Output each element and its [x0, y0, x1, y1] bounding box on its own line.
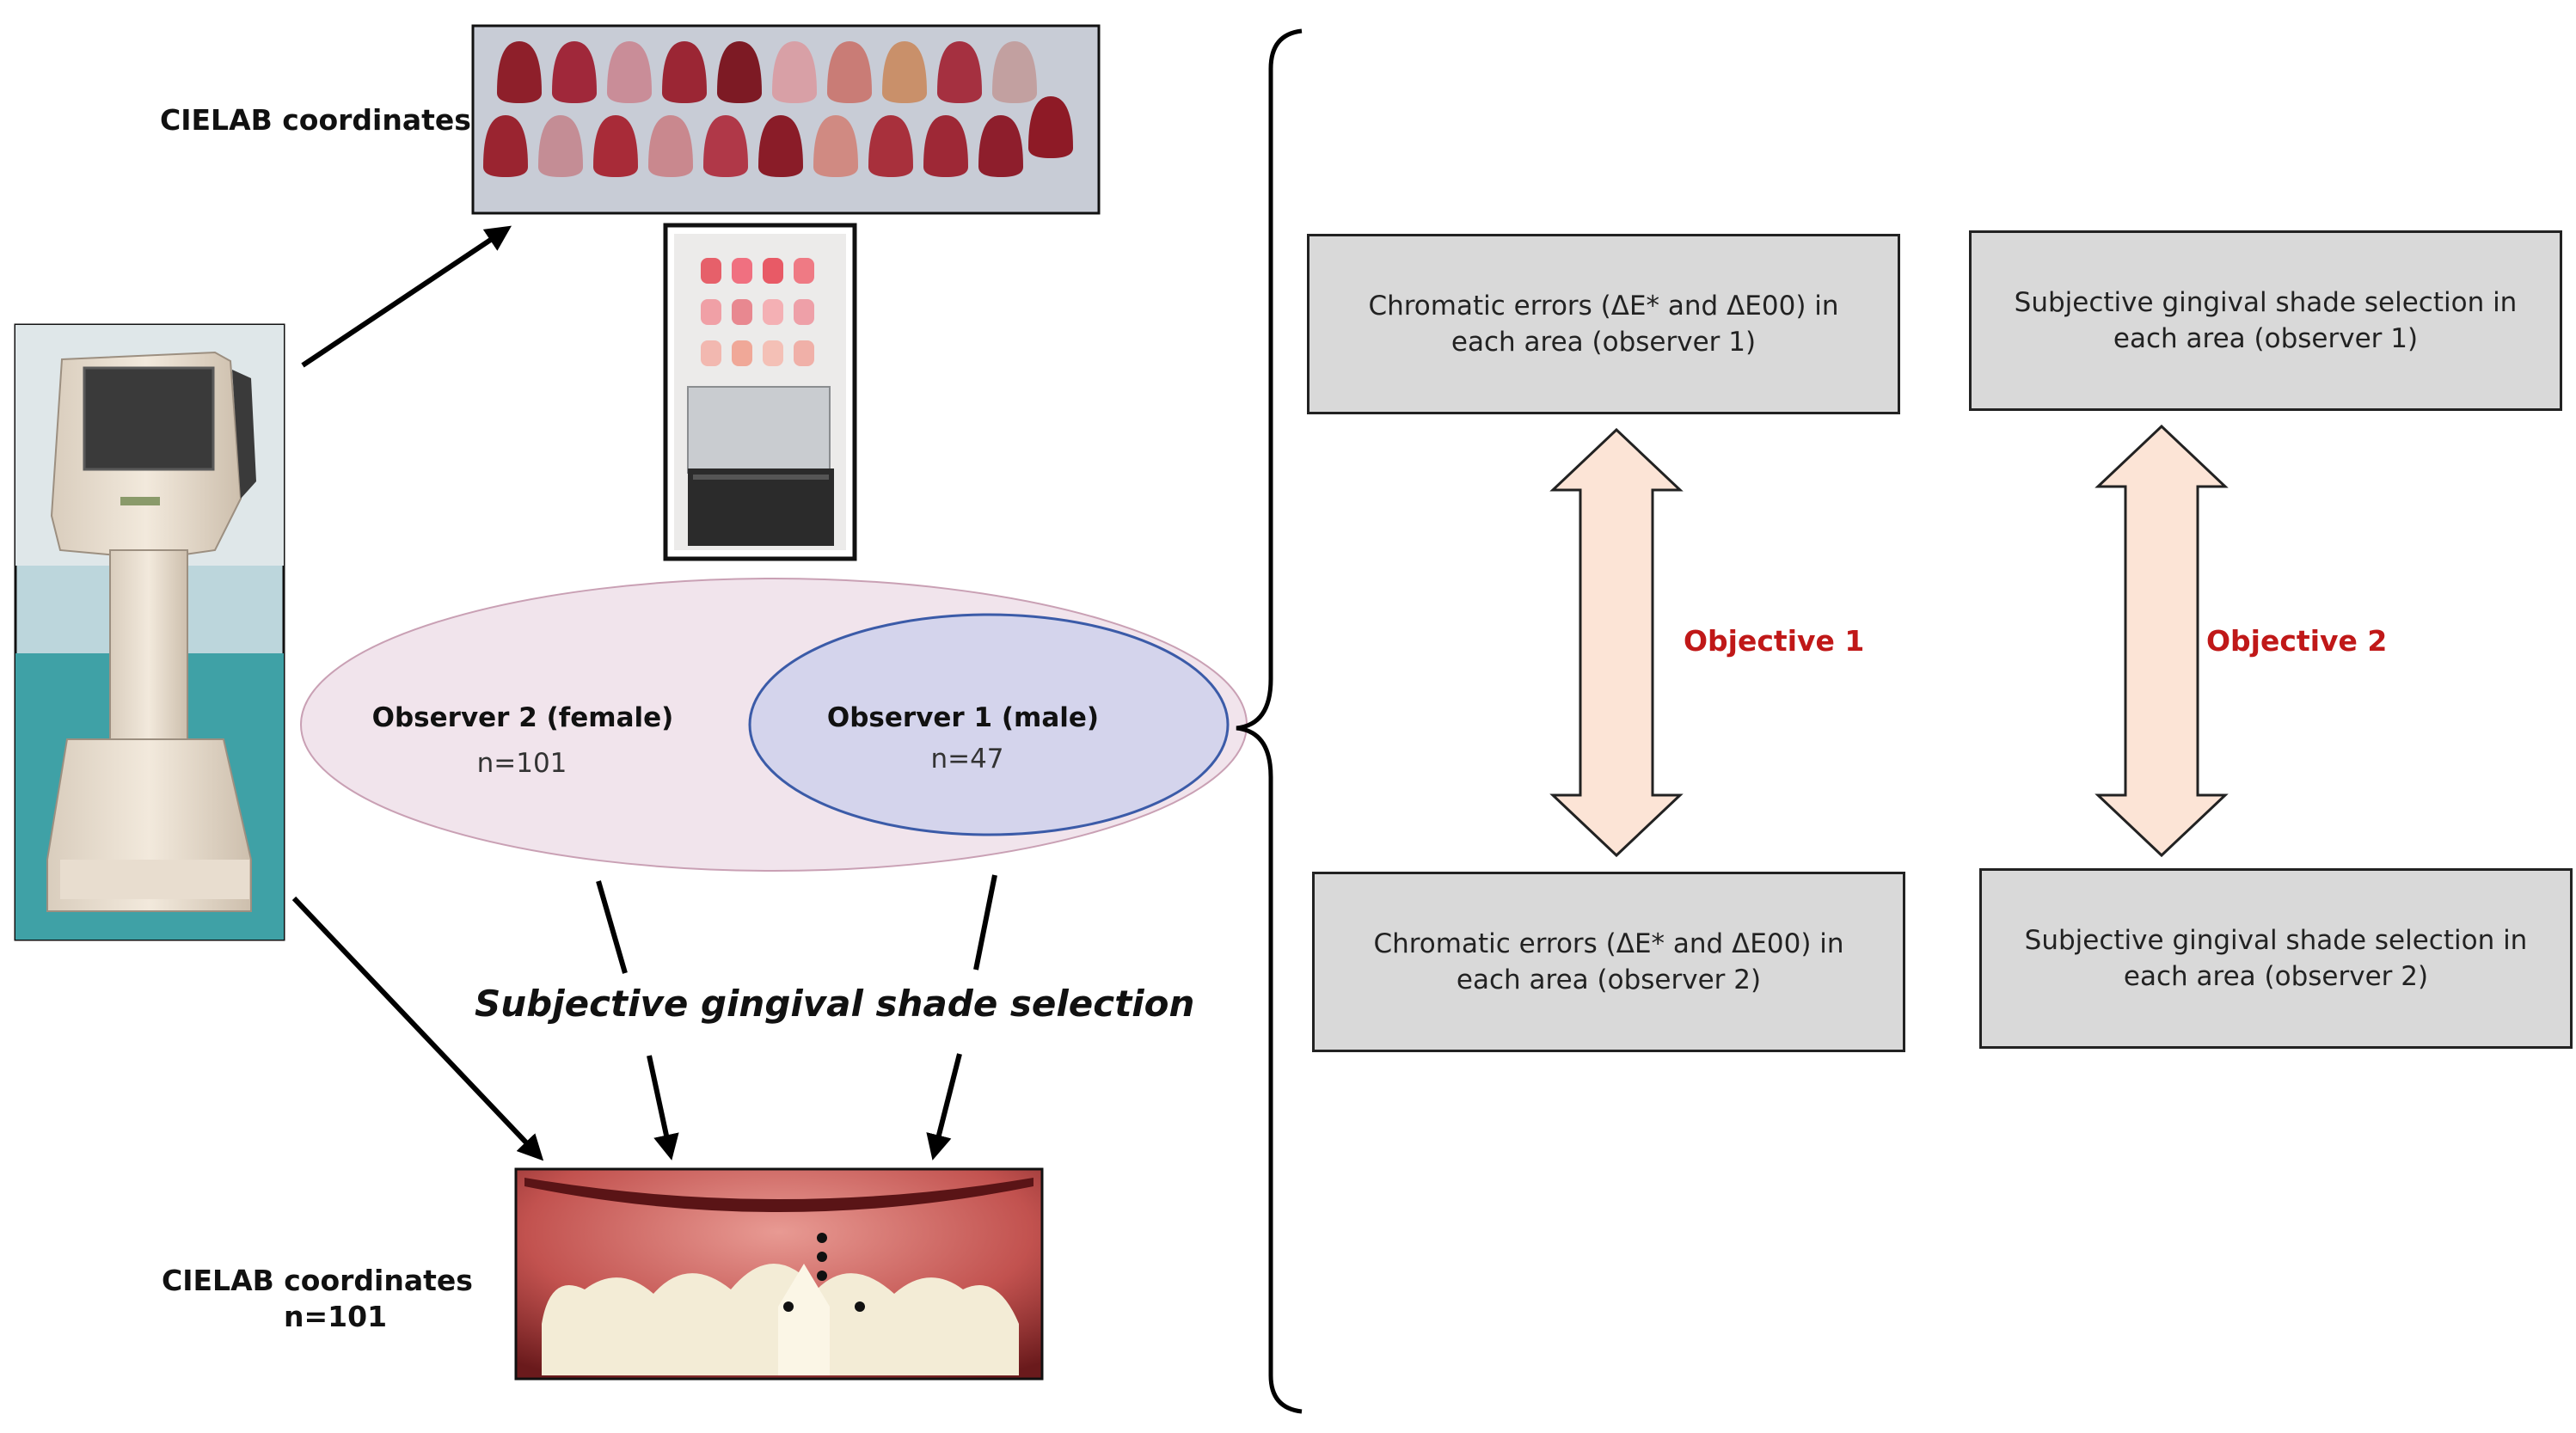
holder-shade-tab	[763, 340, 783, 366]
shade-tab	[813, 115, 858, 177]
top-cielab-label: CIELAB coordinates	[160, 103, 471, 137]
shade-tab	[882, 41, 927, 103]
holder-shade-tab	[794, 340, 814, 366]
holder-shade-tab	[701, 258, 721, 284]
shade-tab	[992, 41, 1037, 103]
objective2-double-arrow	[2095, 424, 2229, 858]
holder-shade-tab	[732, 340, 752, 366]
shade-tab	[937, 41, 982, 103]
shade-tab	[648, 115, 693, 177]
observer2-n: n=101	[476, 748, 567, 779]
holder-shade-tab	[732, 299, 752, 325]
bottom-cielab-label: CIELAB coordinates	[162, 1264, 473, 1297]
intraoral-gingiva-photo	[514, 1167, 1044, 1381]
shade-tab	[483, 115, 528, 177]
shade-tab	[827, 41, 872, 103]
objective1-label: Objective 1	[1684, 624, 1865, 658]
arrow-observer2-to-mouth	[647, 1055, 679, 1160]
bottom-sample-size: n=101	[284, 1300, 388, 1333]
holder-shade-tab	[732, 258, 752, 284]
objective2-label: Objective 2	[2206, 624, 2388, 658]
shade-tab	[717, 41, 762, 103]
grouping-brace	[1236, 28, 1303, 1414]
arrow-device-to-mouth	[291, 896, 544, 1161]
holder-shade-tab	[763, 258, 783, 284]
shade-tab	[538, 115, 583, 177]
holder-shade-tab	[763, 299, 783, 325]
observer1-n: n=47	[930, 744, 1004, 775]
shade-tab	[923, 115, 968, 177]
objective1-double-arrow	[1549, 427, 1684, 858]
shade-guide-holder-photo	[663, 223, 857, 561]
holder-shade-tab	[701, 340, 721, 366]
arrow-device-to-tabs	[301, 225, 512, 368]
shade-tab	[1028, 96, 1073, 158]
spectrophotometer-photo	[14, 323, 285, 941]
holder-shade-tab	[701, 299, 721, 325]
method-label: Subjective gingival shade selection	[475, 983, 1195, 1025]
holder-shade-tab	[794, 299, 814, 325]
gingival-shade-guide-photo	[471, 24, 1101, 215]
observer2-title: Observer 2 (female)	[371, 702, 674, 733]
shade-tab	[772, 41, 817, 103]
line-observer1-upper	[973, 874, 997, 971]
shade-tab	[978, 115, 1023, 177]
shade-tab	[552, 41, 597, 103]
shade-tab	[662, 41, 707, 103]
observer1-title: Observer 1 (male)	[826, 702, 1100, 733]
line-observer2-upper	[596, 880, 628, 974]
box-subjective-selection-observer1: Subjective gingival shade selection in e…	[1969, 230, 2562, 411]
box-chromatic-errors-observer1: Chromatic errors (ΔE* and ΔE00) in each …	[1307, 234, 1900, 414]
shade-tab	[703, 115, 748, 177]
shade-tab	[758, 115, 803, 177]
shade-tab	[607, 41, 652, 103]
shade-tab	[497, 41, 542, 103]
box-chromatic-errors-observer2: Chromatic errors (ΔE* and ΔE00) in each …	[1312, 872, 1905, 1052]
arrow-observer1-to-mouth	[926, 1053, 962, 1160]
observer1-ellipse	[748, 613, 1230, 836]
holder-shade-tab	[794, 258, 814, 284]
shade-tab	[593, 115, 638, 177]
shade-tab	[868, 115, 913, 177]
box-subjective-selection-observer2: Subjective gingival shade selection in e…	[1979, 868, 2573, 1049]
